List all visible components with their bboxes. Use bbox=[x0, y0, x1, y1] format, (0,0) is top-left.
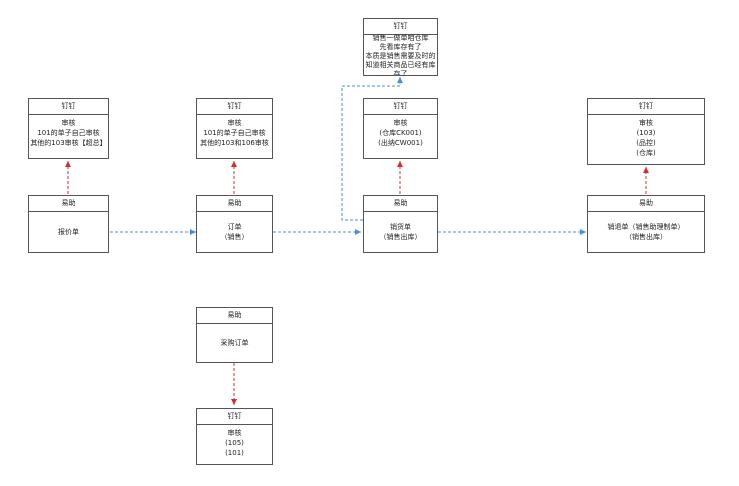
box-line: 审核 bbox=[393, 119, 408, 127]
box-body: 审核 101的单子自己审核 其他的103审核【超总】 bbox=[29, 114, 108, 158]
box-line: 审核 bbox=[61, 119, 76, 127]
quote-dingtalk-box[interactable]: 钉钉 审核 101的单子自己审核 其他的103审核【超总】 bbox=[28, 98, 109, 159]
box-header: 易助 bbox=[29, 196, 108, 212]
box-body: 审核 (105) (101) bbox=[197, 424, 272, 464]
ship-dingtalk-box[interactable]: 钉钉 审核 (仓库CK001) (出纳CW001) bbox=[363, 98, 438, 159]
box-line: 订单 bbox=[227, 222, 242, 231]
box-header: 易助 bbox=[588, 196, 704, 212]
box-line: 101的单子自己审核 bbox=[203, 129, 266, 137]
box-line: 审核 bbox=[227, 429, 242, 437]
box-body: 报价单 bbox=[29, 211, 108, 252]
box-body: 审核 (103) (品控) (仓库) bbox=[588, 114, 704, 164]
box-line: (101) bbox=[225, 449, 244, 457]
box-body: 审核 (仓库CK001) (出纳CW001) bbox=[364, 114, 437, 158]
box-line: 知道相关商品已经有库 bbox=[365, 61, 436, 69]
box-header: 钉钉 bbox=[588, 99, 704, 115]
box-line: 销退单（销售助理制单） bbox=[607, 222, 685, 231]
order-yizhu-box[interactable]: 易助 订单 （销售） bbox=[196, 195, 273, 253]
box-body: 采购订单 bbox=[197, 323, 272, 362]
box-line: （销售出库） bbox=[379, 232, 422, 241]
box-line: (仓库CK001) bbox=[379, 129, 422, 137]
box-line: 审核 bbox=[639, 119, 653, 127]
box-header: 钉钉 bbox=[197, 99, 272, 115]
note-dingtalk-box[interactable]: 钉钉 销售一做单咱仓库 先看库存有了 本质是销售需要及时的 知道相关商品已经有库… bbox=[363, 18, 438, 76]
box-line: (103) bbox=[636, 129, 656, 137]
box-header: 钉钉 bbox=[364, 99, 437, 115]
ship-yizhu-box[interactable]: 易助 销货单 （销售出库） bbox=[363, 195, 438, 253]
box-line: 报价单 bbox=[58, 227, 79, 236]
purchase-dingtalk-box[interactable]: 钉钉 审核 (105) (101) bbox=[196, 408, 273, 465]
box-header: 易助 bbox=[197, 308, 272, 324]
box-line: 审核 bbox=[227, 119, 242, 127]
box-body: 订单 （销售） bbox=[197, 211, 272, 252]
box-body: 销退单（销售助理制单） （销售出库） bbox=[588, 211, 704, 252]
box-line: 其他的103和106审核 bbox=[200, 139, 269, 147]
box-line: 101的单子自己审核 bbox=[37, 129, 100, 137]
box-header: 钉钉 bbox=[364, 19, 437, 35]
box-header: 易助 bbox=[364, 196, 437, 212]
box-line: 其他的103审核【超总】 bbox=[30, 139, 107, 147]
edge-ship-to-note bbox=[341, 77, 403, 221]
return-yizhu-box[interactable]: 易助 销退单（销售助理制单） （销售出库） bbox=[587, 195, 705, 253]
quote-yizhu-box[interactable]: 易助 报价单 bbox=[28, 195, 109, 253]
purchase-yizhu-box[interactable]: 易助 采购订单 bbox=[196, 307, 273, 363]
box-header: 易助 bbox=[197, 196, 272, 212]
box-line: 本质是销售需要及时的 bbox=[365, 52, 436, 60]
box-header: 钉钉 bbox=[29, 99, 108, 115]
box-line: (仓库) bbox=[636, 149, 656, 157]
box-line: 存了 bbox=[393, 70, 408, 75]
box-line: (出纳CW001) bbox=[378, 139, 423, 147]
box-header: 钉钉 bbox=[197, 409, 272, 425]
box-line: (品控) bbox=[636, 139, 656, 147]
box-line: （销售） bbox=[220, 232, 249, 241]
box-line: 销售一做单咱仓库 bbox=[372, 34, 429, 42]
box-line: 先看库存有了 bbox=[379, 43, 422, 51]
return-dingtalk-box[interactable]: 钉钉 审核 (103) (品控) (仓库) bbox=[587, 98, 705, 165]
box-body: 销货单 （销售出库） bbox=[364, 211, 437, 252]
box-line: 销货单 bbox=[390, 222, 411, 231]
box-body: 销售一做单咱仓库 先看库存有了 本质是销售需要及时的 知道相关商品已经有库 存了 bbox=[364, 34, 437, 75]
box-body: 审核 101的单子自己审核 其他的103和106审核 bbox=[197, 114, 272, 158]
box-line: 采购订单 bbox=[220, 338, 249, 347]
order-dingtalk-box[interactable]: 钉钉 审核 101的单子自己审核 其他的103和106审核 bbox=[196, 98, 273, 159]
box-line: (105) bbox=[225, 439, 244, 447]
box-line: （销售出库） bbox=[625, 232, 667, 241]
